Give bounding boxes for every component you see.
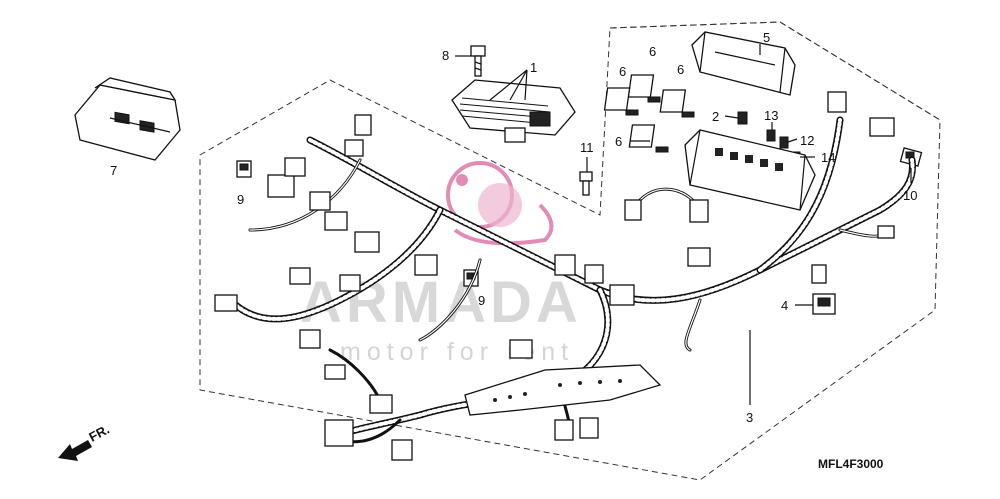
connector — [509, 339, 533, 359]
harness-bracket — [464, 364, 662, 416]
connector — [554, 419, 574, 441]
fuse-box — [684, 129, 816, 211]
connector — [827, 91, 847, 113]
watermark-logo — [446, 161, 554, 246]
connector — [811, 264, 827, 284]
fuse-box-group-outline — [609, 21, 941, 121]
callout-6-a: 6 — [649, 44, 656, 59]
front-direction-marker: FR. — [58, 422, 112, 461]
front-label: FR. — [86, 422, 112, 445]
callout-6-c: 6 — [677, 62, 684, 77]
front-arrow-icon — [58, 440, 92, 461]
connector — [354, 114, 372, 136]
connector — [877, 225, 895, 239]
relay-6-c — [659, 89, 695, 118]
connector — [584, 264, 604, 284]
callout-10: 10 — [903, 188, 917, 203]
callout-9-b: 9 — [478, 293, 485, 308]
callout-9-a: 9 — [237, 192, 244, 207]
connector — [324, 364, 346, 380]
connector — [354, 231, 380, 253]
connector — [579, 417, 599, 439]
connector — [554, 254, 576, 276]
callout-7: 7 — [110, 163, 117, 178]
connector — [267, 174, 295, 198]
callout-12: 12 — [800, 133, 814, 148]
relay-6-d — [628, 124, 669, 153]
fuse-13 — [766, 129, 776, 142]
watermark: ARMADA motor for rent — [300, 161, 578, 366]
callout-5: 5 — [763, 30, 770, 45]
connector — [369, 394, 393, 414]
callout-2: 2 — [712, 109, 719, 124]
connector — [391, 439, 413, 461]
part-7-connector-cover — [74, 77, 181, 161]
harness-connectors — [214, 91, 895, 461]
callout-1: 1 — [530, 60, 537, 75]
connector — [687, 247, 711, 267]
connector — [289, 267, 311, 285]
connector — [624, 199, 642, 221]
callout-3: 3 — [746, 410, 753, 425]
connector — [214, 294, 238, 312]
part-8-bolt — [470, 45, 486, 77]
fuse-2 — [737, 111, 748, 125]
connector — [414, 254, 438, 276]
part-11-bolt — [579, 171, 593, 196]
clip-9-a — [236, 160, 252, 178]
connector — [344, 139, 364, 157]
callout-8: 8 — [442, 48, 449, 63]
connector — [339, 274, 361, 292]
leader-lines — [455, 44, 912, 405]
part-1-regulator-rectifier — [451, 79, 576, 143]
connector — [689, 199, 709, 223]
relay-6-a — [627, 74, 661, 103]
callout-4: 4 — [781, 298, 788, 313]
relay-6-b — [603, 87, 639, 116]
connector — [284, 157, 306, 177]
diagram-code: MFL4F3000 — [818, 457, 884, 471]
connector — [609, 284, 635, 306]
connector — [869, 117, 895, 137]
harness-group-outline — [199, 21, 941, 481]
connector — [309, 191, 331, 211]
callout-6-d: 6 — [615, 134, 622, 149]
part-5-fuse-box-cover — [691, 31, 796, 96]
callout-13: 13 — [764, 108, 778, 123]
fuse-12 — [779, 136, 789, 149]
connector — [299, 329, 321, 349]
connector — [324, 419, 354, 447]
callout-6-b: 6 — [619, 64, 626, 79]
watermark-subtitle: motor for rent — [340, 338, 574, 366]
callout-14: 14 — [821, 150, 835, 165]
part-4-relay — [812, 293, 836, 315]
connector — [324, 211, 348, 231]
callout-11: 11 — [580, 140, 594, 155]
